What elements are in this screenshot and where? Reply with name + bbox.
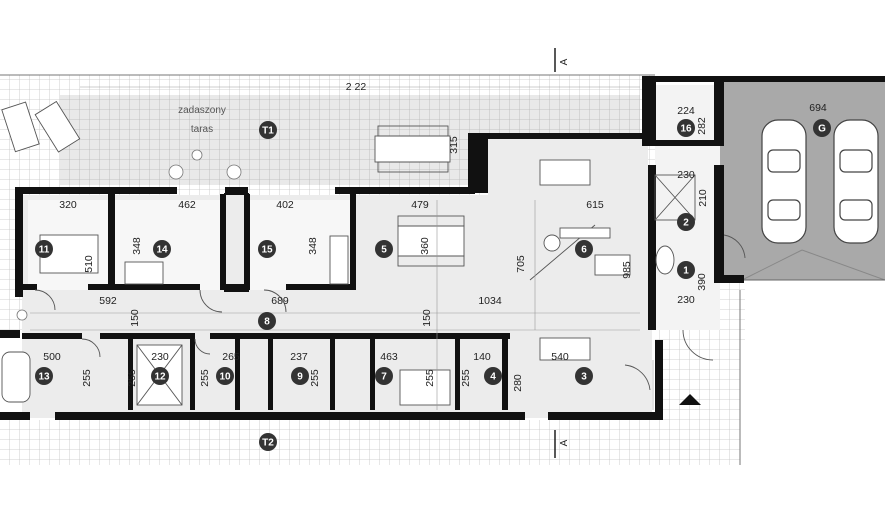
dimension-label: 592 xyxy=(99,295,117,307)
room-marker xyxy=(677,119,695,137)
terrace-label: zadaszony xyxy=(178,105,226,116)
dimension-label: 510 xyxy=(83,255,95,273)
car-icon xyxy=(761,119,879,244)
room-marker xyxy=(216,367,234,385)
dimension-label: 210 xyxy=(697,189,709,207)
dimension-label: 255 xyxy=(81,369,93,387)
dimension-label: 689 xyxy=(271,295,289,307)
room-number: 8 xyxy=(264,317,270,328)
dimension-label: 230 xyxy=(151,351,169,363)
dimension-label: 1034 xyxy=(478,295,502,307)
dimension-label: 255 xyxy=(309,369,321,387)
garage-width: 694 xyxy=(809,102,827,114)
dimension-label: 705 xyxy=(515,255,527,273)
dimension-label: 463 xyxy=(380,351,398,363)
room-marker xyxy=(677,213,695,231)
dimension-label: 224 xyxy=(677,105,695,117)
dimension-label: 320 xyxy=(59,199,77,211)
terrace-depth: 315 xyxy=(448,136,460,154)
room-marker xyxy=(291,367,309,385)
room-marker xyxy=(259,433,277,451)
dimension-label: 479 xyxy=(411,199,429,211)
dimension-label: 230 xyxy=(677,294,695,306)
svg-text:A: A xyxy=(559,439,570,446)
dimension-label: 140 xyxy=(473,351,491,363)
dimension-label: 150 xyxy=(421,309,433,327)
dimension-label: 500 xyxy=(43,351,61,363)
room-marker xyxy=(575,367,593,385)
room-marker xyxy=(35,367,53,385)
room-number: 7 xyxy=(381,372,387,383)
room-number: 12 xyxy=(154,372,166,383)
room-number: 5 xyxy=(381,245,387,256)
room-number: 15 xyxy=(261,245,273,256)
room-marker xyxy=(677,261,695,279)
room-number: 10 xyxy=(219,372,231,383)
dimension-label: 402 xyxy=(276,199,294,211)
room-marker xyxy=(259,121,277,139)
dimension-label: 348 xyxy=(307,237,319,255)
dimension-label: 360 xyxy=(419,237,431,255)
dimension-label: 615 xyxy=(586,199,604,211)
room-number: T1 xyxy=(262,126,274,137)
dimension-label: 280 xyxy=(512,374,524,392)
interior-floor xyxy=(22,85,720,418)
room-marker xyxy=(375,240,393,258)
room-marker xyxy=(151,367,169,385)
room-number: 11 xyxy=(39,245,50,256)
dimension-label: 540 xyxy=(551,351,569,363)
room-marker xyxy=(258,240,276,258)
room-marker xyxy=(35,240,53,258)
room-marker xyxy=(575,240,593,258)
dimension-label: 265 xyxy=(222,351,240,363)
dimension-label: 985 xyxy=(621,261,633,279)
room-number: 1 xyxy=(683,266,689,277)
room-number: 16 xyxy=(680,124,692,135)
dimension-label: 255 xyxy=(126,369,138,387)
room-marker xyxy=(484,367,502,385)
dimension-label: 255 xyxy=(460,369,472,387)
room-number: 9 xyxy=(297,372,303,383)
dimension-label: 255 xyxy=(424,369,436,387)
fixtures xyxy=(1,100,746,406)
dimension-label: 462 xyxy=(178,199,196,211)
room-number: G xyxy=(818,124,826,135)
terrace-label-sub: taras xyxy=(191,124,213,135)
room-marker xyxy=(375,367,393,385)
svg-text:A: A xyxy=(559,58,570,65)
dimension-label: 150 xyxy=(129,309,141,327)
room-number: 2 xyxy=(683,218,689,229)
dimension-lines xyxy=(30,86,654,410)
room-number: 4 xyxy=(490,372,496,383)
room-number: 6 xyxy=(581,245,587,256)
dimension-label: 282 xyxy=(696,117,708,135)
room-number: 3 xyxy=(581,372,587,383)
room-marker xyxy=(258,312,276,330)
room-number: 14 xyxy=(156,245,168,256)
room-marker xyxy=(813,119,831,137)
dimension-label: 255 xyxy=(199,369,211,387)
room-marker xyxy=(153,240,171,258)
room-number: T2 xyxy=(262,438,274,449)
dimension-label: 390 xyxy=(696,273,708,291)
walls xyxy=(0,76,885,420)
dimension-label: 237 xyxy=(290,351,308,363)
room-number: 13 xyxy=(38,372,50,383)
dimension-label: 230 xyxy=(677,169,695,181)
plant-icon xyxy=(16,149,242,321)
section-mark: A A xyxy=(554,48,701,458)
dimension-label: 348 xyxy=(131,237,143,255)
terrace-width: 2 22 xyxy=(346,81,367,93)
